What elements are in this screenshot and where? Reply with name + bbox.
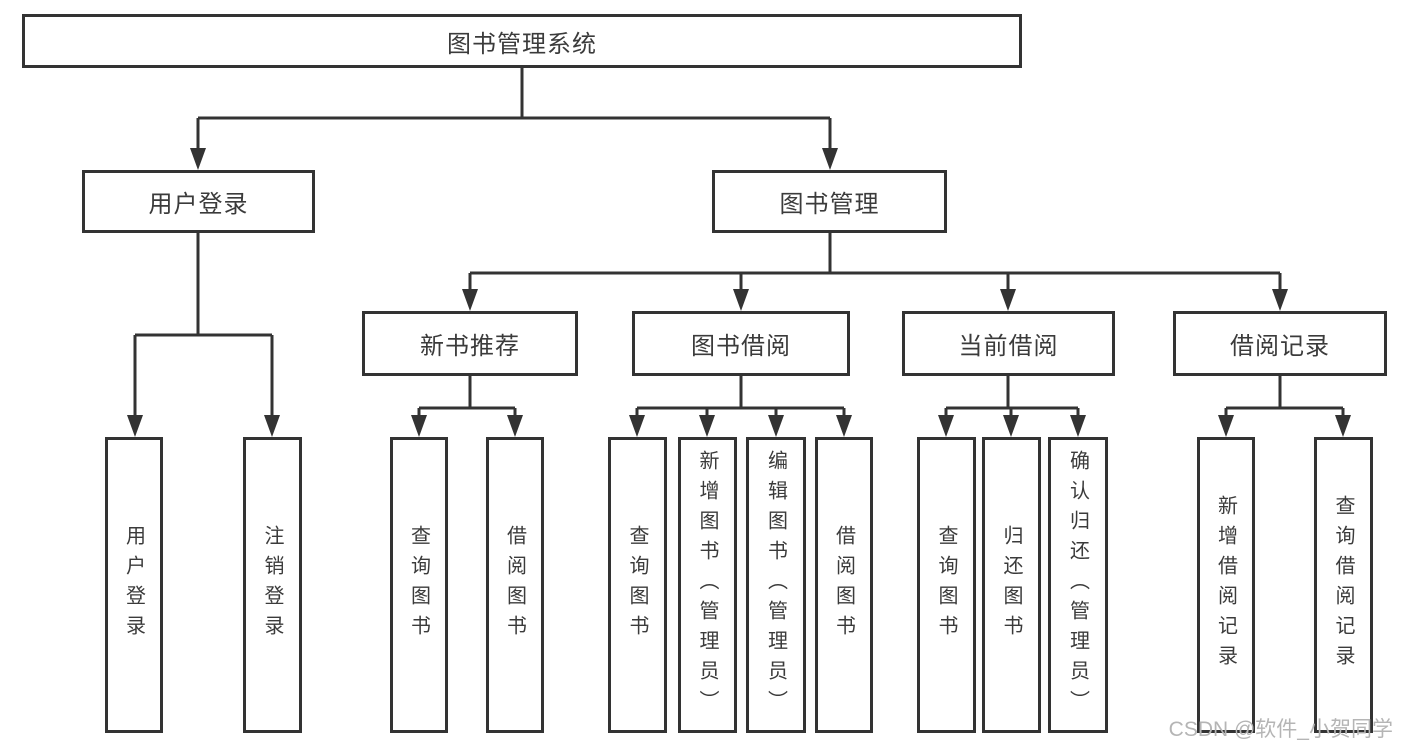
node-current-borrowing: 当前借阅 <box>902 311 1115 376</box>
node-label: 当前借阅 <box>958 333 1059 360</box>
leaf-label: 查询图书 <box>935 525 957 645</box>
csdn-watermark: CSDN @软件_小贺同学 <box>1168 718 1393 741</box>
leaf-add-books-admin: 新增图书（管理员） <box>678 437 737 733</box>
leaf-add-borrowing-record: 新增借阅记录 <box>1197 437 1255 733</box>
leaf-label: 确认归还（管理员） <box>1066 450 1089 720</box>
node-label: 用户登录 <box>148 191 249 218</box>
leaf-query-books-recommendation: 查询图书 <box>390 437 448 733</box>
leaf-return-books: 归还图书 <box>982 437 1041 733</box>
node-label: 新书推荐 <box>420 333 520 360</box>
leaf-label: 新增借阅记录 <box>1214 495 1237 675</box>
node-library-management-system: 图书管理系统 <box>22 14 1022 68</box>
leaf-borrow-books-recommendation: 借阅图书 <box>486 437 544 733</box>
node-label: 借阅记录 <box>1230 333 1330 360</box>
node-label: 图书管理系统 <box>447 30 597 58</box>
arrowheads <box>127 148 1351 437</box>
leaf-query-books-borrowing: 查询图书 <box>608 437 667 733</box>
leaf-label: 查询借阅记录 <box>1332 495 1354 675</box>
leaf-label: 注销登录 <box>261 525 283 645</box>
node-label: 图书管理 <box>779 191 880 218</box>
leaf-user-login: 用户登录 <box>105 437 163 733</box>
node-borrowing-records: 借阅记录 <box>1173 311 1387 376</box>
leaf-logout: 注销登录 <box>243 437 302 733</box>
leaf-label: 查询图书 <box>407 525 430 645</box>
leaf-label: 新增图书（管理员） <box>696 450 718 720</box>
node-label: 图书借阅 <box>691 333 791 360</box>
node-book-management: 图书管理 <box>712 170 947 233</box>
leaf-label: 归还图书 <box>1000 525 1022 645</box>
leaf-label: 借阅图书 <box>832 525 855 645</box>
leaf-label: 查询图书 <box>626 525 648 645</box>
node-book-borrowing: 图书借阅 <box>632 311 850 376</box>
node-user-login: 用户登录 <box>82 170 315 233</box>
leaf-confirm-return-admin: 确认归还（管理员） <box>1048 437 1108 733</box>
leaf-borrow-books-borrowing: 借阅图书 <box>815 437 873 733</box>
leaf-label: 编辑图书（管理员） <box>764 450 787 720</box>
node-new-book-recommendation: 新书推荐 <box>362 311 578 376</box>
leaf-label: 用户登录 <box>122 525 145 645</box>
leaf-edit-books-admin: 编辑图书（管理员） <box>746 437 806 733</box>
connector-stems <box>133 68 1345 418</box>
leaf-query-borrowing-record: 查询借阅记录 <box>1314 437 1373 733</box>
leaf-label: 借阅图书 <box>503 525 526 645</box>
leaf-query-books-current: 查询图书 <box>917 437 976 733</box>
